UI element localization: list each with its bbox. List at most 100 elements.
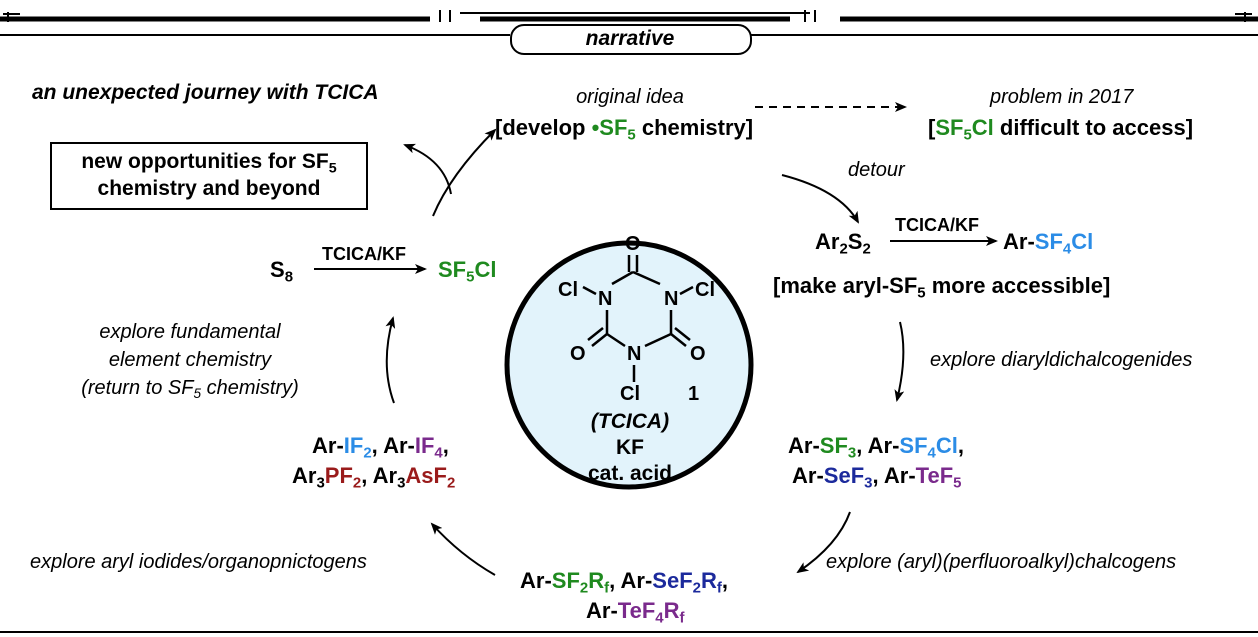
detour-label: detour [848,159,905,181]
problem-rest: difficult to access] [993,115,1194,140]
bottom-tef4: TeF [617,598,656,623]
atom-cl-right: Cl [695,279,715,301]
iodides-l2-pre-sub: 3 [316,474,325,492]
atom-n-bottom: N [627,343,642,365]
iodides-if4-sub: 4 [434,444,443,462]
opportunities-line2: chemistry and beyond [97,177,321,200]
arsf4cl-sf: SF [1034,229,1063,254]
iodides-l1-pre: Ar- [312,433,344,458]
problem-label: problem in 2017 [990,86,1134,108]
fundamental-l3a: (return to SF [81,377,194,399]
s8-sub: 8 [284,268,294,286]
bottom-line1: Ar-SF2Rf, Ar-SeF2Rf, [520,568,728,596]
problem-cl: Cl [971,115,994,140]
problem-text: [SF5Cl difficult to access] [928,115,1194,143]
chalco-tef5-sub: 5 [953,474,962,492]
sf5cl-cl: Cl [474,257,497,282]
s8-reactant: S8 [270,257,293,285]
molecule-bonds [582,255,694,382]
chalco-l2-sep: , Ar- [872,463,916,488]
original-idea-sf: SF [599,115,628,140]
s8-s: S [270,257,285,282]
ar2s2-reactant: Ar2S2 [815,229,871,257]
chalco-l1-end: , [957,433,964,458]
arsf4cl-cl: Cl [1071,229,1094,254]
bottom-tef4-sub: 4 [655,609,664,627]
center-circle [504,240,754,490]
bottom-sef2-sub: 2 [692,579,701,597]
diaryl-label: explore diaryldichalcogenides [930,349,1193,371]
iodides-line2: Ar3PF2, Ar3AsF2 [292,463,455,491]
chalco-sf4-sub: 4 [927,444,936,462]
diagram-title: an unexpected journey with TCICA [32,81,379,104]
aryl-goal-b: more accessible] [925,273,1111,298]
ar2s2-sub2: 2 [862,240,871,258]
chalco-l1-sep: , Ar- [856,433,900,458]
atom-n-left: N [598,288,613,310]
original-idea-sub: 5 [627,126,636,144]
bottom-sf2-r: R [588,568,605,593]
chalco-sf4-cl: Cl [935,433,958,458]
iodides-if2: IF [343,433,364,458]
arsf4cl-pre: Ar- [1003,229,1035,254]
ar2s2-reagent: TCICA/KF [895,215,979,235]
s8-reagent: TCICA/KF [322,244,406,264]
sf5cl-sub: 5 [466,268,475,286]
fundamental-line2: element chemistry [108,349,272,371]
sf5cl-sf: SF [438,257,467,282]
radical-dot: • [591,115,600,140]
bottom-sf2: SF [551,568,580,593]
atom-cl-left: Cl [558,279,578,301]
chalco-sf4: SF [899,433,928,458]
chalco-sf3: SF [819,433,848,458]
chalco-line2: Ar-SeF3, Ar-TeF5 [792,463,961,491]
fundamental-l3-sub: 5 [193,386,202,402]
narrative-pill [510,24,752,55]
sf5cl-product: SF5Cl [438,257,497,285]
chalco-tef5: TeF [915,463,954,488]
bottom-sef2-r: R [700,568,717,593]
iodides-asf2: AsF [405,463,447,488]
opportunities-text1: new opportunities for SF [81,150,329,173]
aryl-goal: [make aryl-SF5 more accessible] [773,273,1111,301]
original-idea-a: [develop [495,115,592,140]
ar2s2-ar: Ar [815,229,840,254]
original-idea-b: chemistry] [635,115,754,140]
chalco-l1-pre: Ar- [788,433,820,458]
bottom-l1-pre: Ar- [520,568,552,593]
bottom-l1-end: , [721,568,728,593]
atom-n-right: N [664,288,679,310]
problem-sub: 5 [963,126,972,144]
chalco-sef3: SeF [823,463,865,488]
iodides-pf2: PF [324,463,353,488]
bottom-sef2: SeF [652,568,693,593]
bottom-l2-pre: Ar- [586,598,618,623]
iodides-asf2-sub: 2 [446,474,456,492]
compound-name: (TCICA) [590,410,670,433]
fundamental-line3: (return to SF5 chemistry) [40,377,340,402]
bottom-l1-sep: , Ar- [609,568,653,593]
opportunities-box [50,142,368,210]
iodides-l1-end: , [442,433,449,458]
iodides-l1-sep: , Ar- [371,433,415,458]
arsf4cl-sub: 4 [1062,240,1072,258]
fundamental-line1: explore fundamental [99,321,281,343]
compound-number: 1 [688,383,700,405]
iodides-l2-pre: Ar [292,463,317,488]
chalco-line1: Ar-SF3, Ar-SF4Cl, [788,433,964,461]
arsf4cl-product: Ar-SF4Cl [1003,229,1094,257]
original-idea-label: original idea [576,86,684,108]
chalco-sf3-sub: 3 [847,444,857,462]
bottom-sef2-rsub: f [716,579,722,597]
problem-bracket: [ [928,115,936,140]
iodides-line1: Ar-IF2, Ar-IF4, [312,433,449,461]
chalco-sef3-sub: 3 [864,474,873,492]
reagent-kf: KF [616,436,644,459]
iodides-if2-sub: 2 [363,444,372,462]
bottom-tef4-r: R [663,598,680,623]
bottom-line2: Ar-TeF4Rf [586,598,684,626]
top-border [0,10,1258,633]
opportunities-sub: 5 [328,160,337,177]
